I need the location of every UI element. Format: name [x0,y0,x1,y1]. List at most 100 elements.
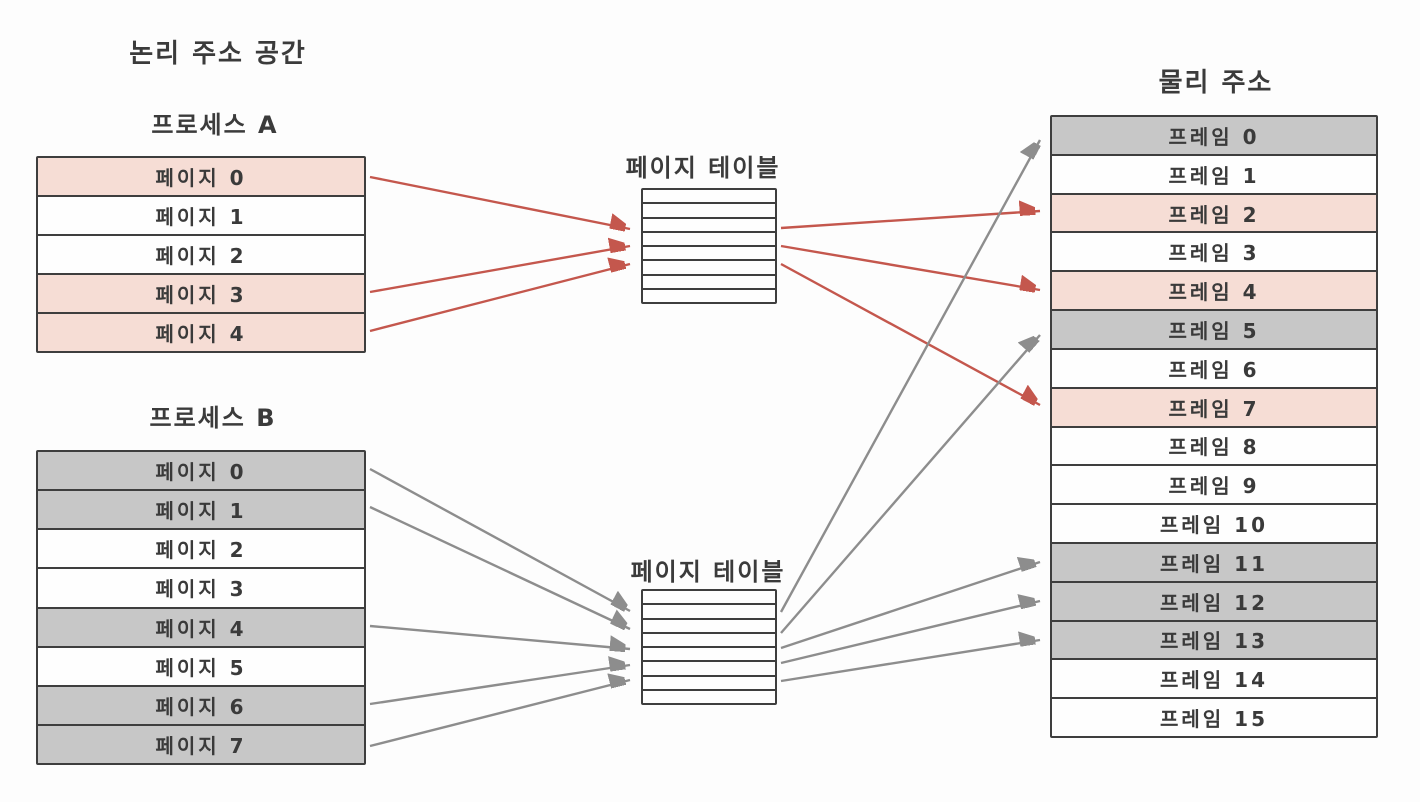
frame-row: 프레임 5 [1052,309,1376,348]
process-b-page-row: 페이지 5 [38,645,364,685]
page-table-entry [643,259,775,274]
arrow-b-page4-to-table [369,624,631,649]
page-label: 페이지 4 [155,616,247,641]
frame-row: 프레임 9 [1052,464,1376,504]
frame-label: 프레임 9 [1168,474,1260,499]
frame-label: 프레임 11 [1160,551,1268,576]
frame-label: 프레임 0 [1168,124,1260,149]
page-table-entry [643,245,775,260]
arrow-table-b-to-frame0 [779,140,1042,613]
frame-label: 프레임 15 [1160,707,1268,732]
logical-address-space-title: 논리 주소 공간 [129,39,307,69]
page-table-entry [643,674,775,689]
process-a-title: 프로세스 A [151,111,279,139]
frame-row: 프레임 12 [1052,580,1376,620]
frame-label: 프레임 5 [1168,318,1260,343]
process-b-page-row: 페이지 1 [38,489,364,529]
page-table-entry [643,646,775,661]
frame-label: 프레임 6 [1168,357,1260,382]
page-table-b-box [641,589,777,705]
frame-row: 프레임 11 [1052,541,1376,581]
page-table-a-box [641,188,777,304]
frame-label: 프레임 10 [1160,513,1268,538]
page-label: 페이지 3 [155,283,247,307]
process-a-page-row: 페이지 4 [38,312,364,351]
frame-row: 프레임 8 [1052,425,1376,465]
arrow-table-a-to-frame2 [780,211,1041,230]
page-table-b-title: 페이지 테이블 [630,558,786,586]
page-label: 페이지 0 [155,460,247,485]
process-b-page-row: 페이지 4 [38,606,364,646]
arrow-a-page0-to-table [369,175,631,229]
frame-label: 프레임 7 [1168,396,1260,421]
page-label: 페이지 5 [155,655,247,680]
page-label: 페이지 7 [155,733,247,758]
frame-label: 프레임 13 [1160,629,1268,654]
arrow-b-page1-to-table [369,505,630,629]
page-table-entry [643,230,775,245]
arrow-a-page3-to-table [369,246,631,294]
frame-row: 프레임 15 [1052,697,1376,736]
arrow-table-b-to-frame12 [780,601,1041,665]
page-label: 페이지 3 [155,577,247,602]
frame-row: 프레임 4 [1052,270,1376,310]
frame-label: 프레임 3 [1168,241,1260,266]
page-label: 페이지 1 [155,499,247,524]
process-b-page-row: 페이지 3 [38,567,364,607]
page-label: 페이지 1 [155,205,247,229]
frame-label: 프레임 14 [1160,668,1268,693]
arrow-b-page6-to-table [369,665,631,706]
frame-label: 프레임 4 [1168,280,1260,305]
page-label: 페이지 0 [155,166,247,190]
physical-address-title: 물리 주소 [1158,68,1274,98]
frame-label: 프레임 12 [1160,590,1268,615]
arrow-table-b-to-frame11 [780,562,1041,650]
page-table-entry [643,688,775,703]
process-b-page-row: 페이지 7 [38,723,364,763]
page-table-entry [643,591,775,604]
page-table-entry [643,273,775,288]
page-table-entry [643,617,775,632]
page-table-entry [643,660,775,675]
frame-label: 프레임 2 [1168,202,1260,227]
arrow-b-page0-to-table [369,467,630,613]
frame-row: 프레임 0 [1052,117,1376,154]
process-b-page-table: 페이지 0 페이지 1 페이지 2 페이지 3 페이지 4 페이지 5 페이지 … [36,450,366,765]
process-a-page-table: 페이지 0 페이지 1 페이지 2 페이지 3 페이지 4 [36,156,366,353]
page-label: 페이지 4 [155,322,247,346]
physical-frame-table: 프레임 0 프레임 1 프레임 2 프레임 3 프레임 4 프레임 5 프레임 … [1050,115,1378,738]
frame-label: 프레임 8 [1168,435,1260,460]
arrow-table-b-to-frame13 [780,640,1041,683]
frame-row: 프레임 7 [1052,386,1376,426]
page-label: 페이지 2 [155,244,247,268]
page-table-a-title: 페이지 테이블 [625,154,781,182]
page-table-entry [643,631,775,646]
page-table-entry [643,603,775,618]
process-b-title: 프로세스 B [149,404,277,432]
frame-row: 프레임 1 [1052,153,1376,193]
process-a-page-row: 페이지 2 [38,234,364,273]
frame-row: 프레임 14 [1052,658,1376,698]
process-a-page-row: 페이지 1 [38,195,364,234]
process-b-page-row: 페이지 0 [38,452,364,490]
arrow-table-a-to-frame4 [780,244,1041,290]
page-table-entry [643,216,775,231]
process-b-page-row: 페이지 6 [38,684,364,724]
arrow-a-page4-to-table [369,264,631,333]
arrow-b-page7-to-table [369,680,631,748]
frame-row: 프레임 10 [1052,503,1376,542]
frame-row: 프레임 6 [1052,347,1376,387]
process-b-page-row: 페이지 2 [38,528,364,568]
page-table-entry [643,202,775,217]
arrow-table-b-to-frame5 [780,335,1041,634]
frame-row: 프레임 3 [1052,231,1376,271]
page-label: 페이지 6 [155,694,247,719]
process-a-page-row: 페이지 0 [38,158,364,195]
frame-row: 프레임 13 [1052,619,1376,659]
page-table-entry [643,190,775,203]
arrow-table-a-to-frame7 [780,262,1040,407]
frame-row: 프레임 2 [1052,192,1376,232]
process-a-page-row: 페이지 3 [38,273,364,312]
page-table-entry [643,287,775,302]
